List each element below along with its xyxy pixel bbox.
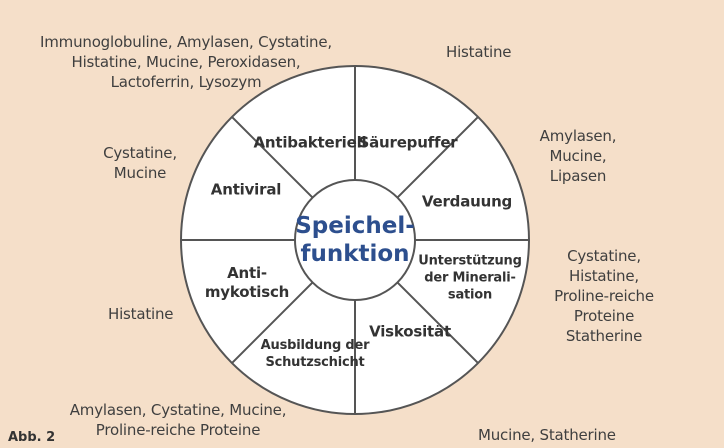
segment-antiviral: Antiviral — [210, 180, 282, 199]
outer-label-saeurepuffer: Histatine — [446, 43, 512, 61]
outer-label-viskositaet: Mucine, Statherine — [478, 426, 616, 444]
center-title: Speichel- funktion — [295, 213, 415, 267]
outer-label-antimykotisch: Histatine — [108, 305, 174, 323]
spoke-lower-left — [231, 281, 314, 364]
wheel-spokes — [181, 66, 529, 414]
spoke-upper-left — [231, 116, 314, 199]
outer-label-schutzschicht: Amylasen, Cystatine, Mucine, Proline-rei… — [69, 401, 287, 439]
outer-label-antibakteriell: Immunoglobuline, Amylasen, Cystatine, Hi… — [40, 33, 332, 91]
figure-label: Abb. 2 — [8, 430, 56, 445]
spoke-upper-right — [396, 116, 479, 199]
segment-viskositaet: Viskosität — [369, 322, 451, 341]
outer-label-antiviral: Cystatine, Mucine — [103, 144, 177, 182]
segment-mineralisation: Unterstützung der Minerali- sation — [418, 253, 522, 303]
segment-saeurepuffer: Säurepuffer — [358, 133, 458, 152]
center-circle — [294, 179, 416, 301]
outer-label-verdauung: Amylasen, Mucine, Lipasen — [539, 127, 617, 185]
segment-antimykotisch: Anti- mykotisch — [204, 264, 290, 301]
segment-schutzschicht: Ausbildung der Schutzschicht — [260, 338, 370, 370]
spoke-lower-right — [396, 281, 479, 364]
segment-verdauung: Verdauung — [421, 192, 513, 211]
segment-antibakteriell: Antibakteriell — [253, 133, 367, 152]
outer-label-mineralisation: Cystatine, Histatine, Proline-reiche Pro… — [554, 247, 654, 345]
